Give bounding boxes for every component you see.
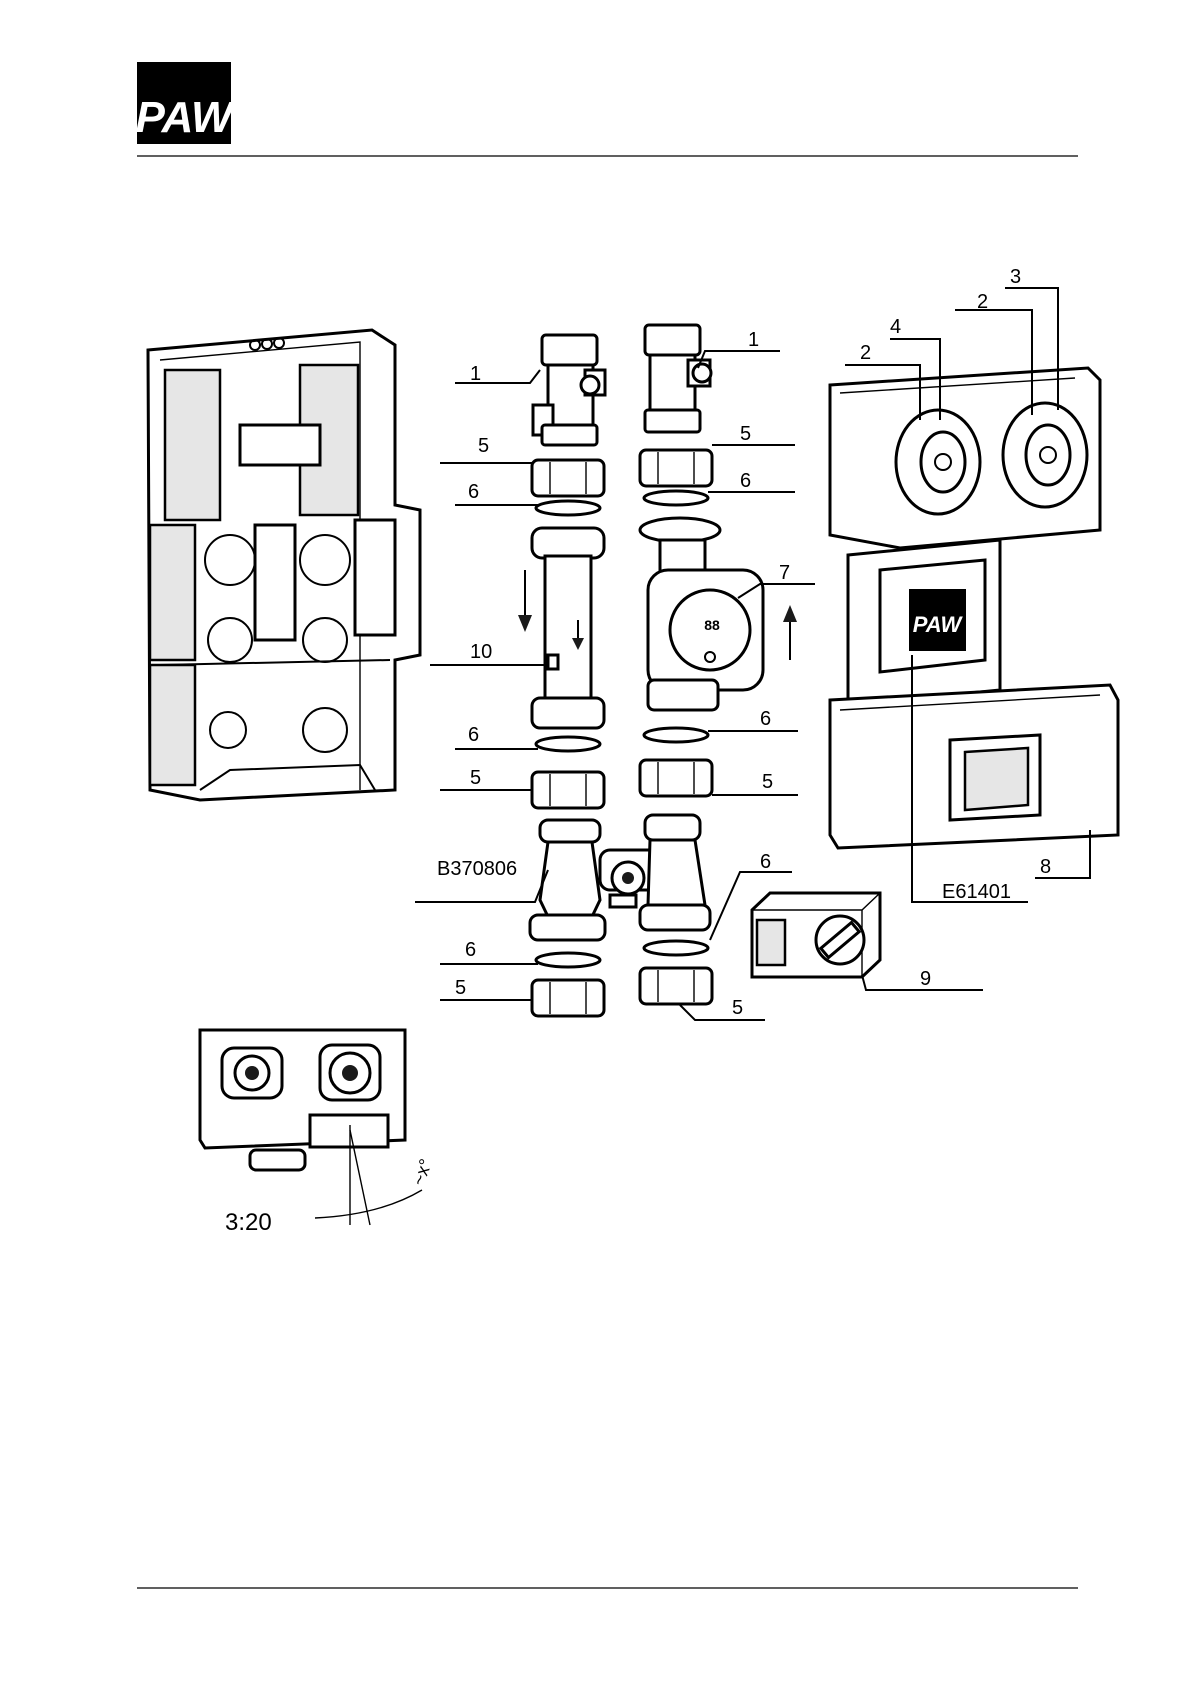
callout-7: 7 <box>779 562 790 584</box>
seal-left-mid <box>536 737 600 751</box>
seal-right-bottom <box>644 941 708 955</box>
callout-5-left-bottom: 5 <box>455 977 466 999</box>
callout-insulation-code: E61401 <box>942 881 1011 903</box>
callout-4: 4 <box>890 316 901 338</box>
union-nut-right-mid <box>640 760 712 796</box>
callout-5-right-mid: 5 <box>762 771 773 793</box>
mixer-actuator <box>752 893 880 977</box>
seal-right-top <box>644 491 708 505</box>
callout-6-left-mid: 6 <box>468 724 479 746</box>
callout-2-left: 2 <box>860 342 871 364</box>
callout-5-left-mid: 5 <box>470 767 481 789</box>
detail-angle: ~x° <box>408 1156 436 1188</box>
callout-1-left: 1 <box>470 363 481 385</box>
thermometer-right <box>1003 403 1087 507</box>
union-nut-left-top <box>532 460 604 496</box>
callout-3: 3 <box>1010 266 1021 288</box>
callout-5-right-top: 5 <box>740 423 751 445</box>
circulation-pump: 88 <box>640 518 797 710</box>
mixing-valve <box>530 815 710 940</box>
union-nut-left-mid <box>532 772 604 808</box>
callout-5-left-top: 5 <box>478 435 489 457</box>
thermometer-left <box>896 410 980 514</box>
union-nut-left-bottom <box>532 980 604 1016</box>
svg-text:88: 88 <box>704 617 720 633</box>
callout-6-right-bottom: 6 <box>760 851 771 873</box>
detail-scale: 3:20 <box>225 1209 272 1236</box>
detail-view-bottom: 3:20 ~x° <box>200 1030 436 1236</box>
callout-10: 10 <box>470 641 492 663</box>
seal-left-top <box>536 501 600 515</box>
flow-meter-pipe <box>518 528 604 728</box>
seal-left-bottom <box>536 953 600 967</box>
callout-6-right-mid: 6 <box>760 708 771 730</box>
ball-valve-left <box>533 335 605 445</box>
seal-right-mid <box>644 728 708 742</box>
callout-1-right: 1 <box>748 329 759 351</box>
svg-text:PAW: PAW <box>136 93 236 142</box>
union-nut-right-bottom <box>640 968 712 1004</box>
callout-5-right-bottom: 5 <box>732 997 743 1019</box>
callout-mixer-code: B370806 <box>437 858 517 880</box>
rear-insulation-shell <box>148 330 420 800</box>
union-nut-right-top <box>640 450 712 486</box>
callout-9: 9 <box>920 968 931 990</box>
ball-valve-right <box>645 325 711 432</box>
callout-6-left-bottom: 6 <box>465 939 476 961</box>
svg-text:PAW: PAW <box>913 612 964 637</box>
callout-2-right: 2 <box>977 291 988 313</box>
callout-6-right-top: 6 <box>740 470 751 492</box>
paw-logo: PAW <box>136 62 236 144</box>
callout-8: 8 <box>1040 856 1051 878</box>
callout-6-left-top: 6 <box>468 481 479 503</box>
